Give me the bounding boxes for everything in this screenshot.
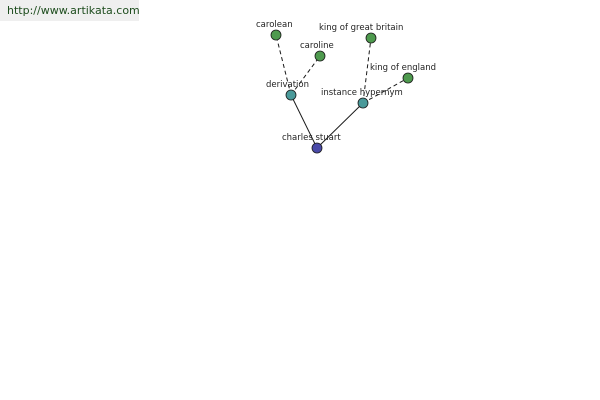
graph-labels: charles stuart derivation instance hyperny… — [256, 20, 436, 143]
edge-charles-stuart-to-derivation — [290, 94, 318, 149]
node-derivation[interactable] — [285, 89, 297, 101]
node-label-charles-stuart[interactable]: charles stuart — [282, 133, 341, 143]
node-king-of-england[interactable] — [402, 72, 414, 84]
node-carolean[interactable] — [270, 29, 282, 41]
edge-derivation-to-carolean — [275, 34, 292, 96]
node-charles-stuart[interactable] — [311, 142, 323, 154]
edge-instance-hypernym-to-king-of-england — [362, 77, 409, 104]
edge-derivation-to-caroline — [290, 55, 321, 96]
node-caroline[interactable] — [314, 50, 326, 62]
edge-charles-stuart-to-instance-hypernym — [316, 102, 364, 149]
graph-edges — [275, 34, 409, 149]
node-label-derivation[interactable]: derivation — [266, 80, 309, 90]
node-label-instance-hypernym[interactable]: instance hypernym — [321, 88, 403, 98]
node-label-king-of-england[interactable]: king of england — [370, 63, 436, 73]
node-label-carolean[interactable]: carolean — [256, 20, 293, 30]
watermark-url[interactable]: http://www.artikata.com — [0, 0, 140, 21]
node-instance-hypernym[interactable] — [357, 97, 369, 109]
edge-instance-hypernym-to-king-of-great-britain — [362, 37, 372, 104]
graph-nodes — [270, 29, 414, 154]
node-label-king-of-great-britain[interactable]: king of great britain — [319, 23, 403, 33]
node-king-of-great-britain[interactable] — [365, 32, 377, 44]
node-label-caroline[interactable]: caroline — [300, 41, 334, 51]
